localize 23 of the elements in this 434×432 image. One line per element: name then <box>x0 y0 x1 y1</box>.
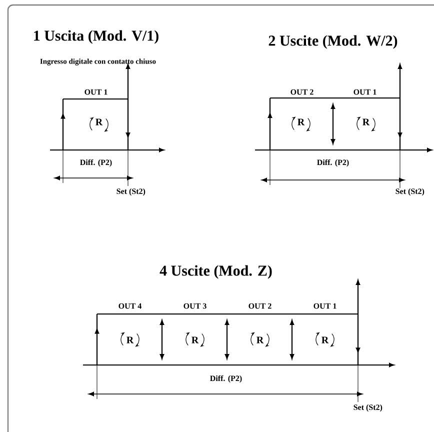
output-label: OUT 1 <box>84 89 108 95</box>
differential-label: Diff. (P2) <box>210 375 242 383</box>
output-label: OUT 1 <box>314 303 336 309</box>
output-label: OUT 2 <box>290 89 314 95</box>
title: 4 Uscite (Mod. Z) <box>160 265 272 279</box>
output-label: OUT 3 <box>184 303 206 309</box>
relay-label: R <box>256 336 264 344</box>
relay-label: R <box>192 336 199 344</box>
differential-label: Diff. (P2) <box>317 159 349 167</box>
relay-label: R <box>96 118 103 126</box>
setpoint-label: Set (St2) <box>116 188 146 196</box>
relay-label: R <box>126 336 134 344</box>
title: 1 Uscita (Mod. V/1) <box>34 30 158 44</box>
setpoint-label: Set (St2) <box>354 404 382 412</box>
output-label: OUT 2 <box>248 303 272 309</box>
relay-label: R <box>298 118 305 126</box>
title: 2 Uscite (Mod. W/2) <box>268 35 398 49</box>
relay-label: R <box>362 118 370 126</box>
output-label: OUT 4 <box>118 303 142 309</box>
differential-label: Diff. (P2) <box>80 159 112 167</box>
relay-label: R <box>322 336 329 344</box>
output-label: OUT 1 <box>354 89 376 95</box>
setpoint-label: Set (St2) <box>396 188 424 196</box>
